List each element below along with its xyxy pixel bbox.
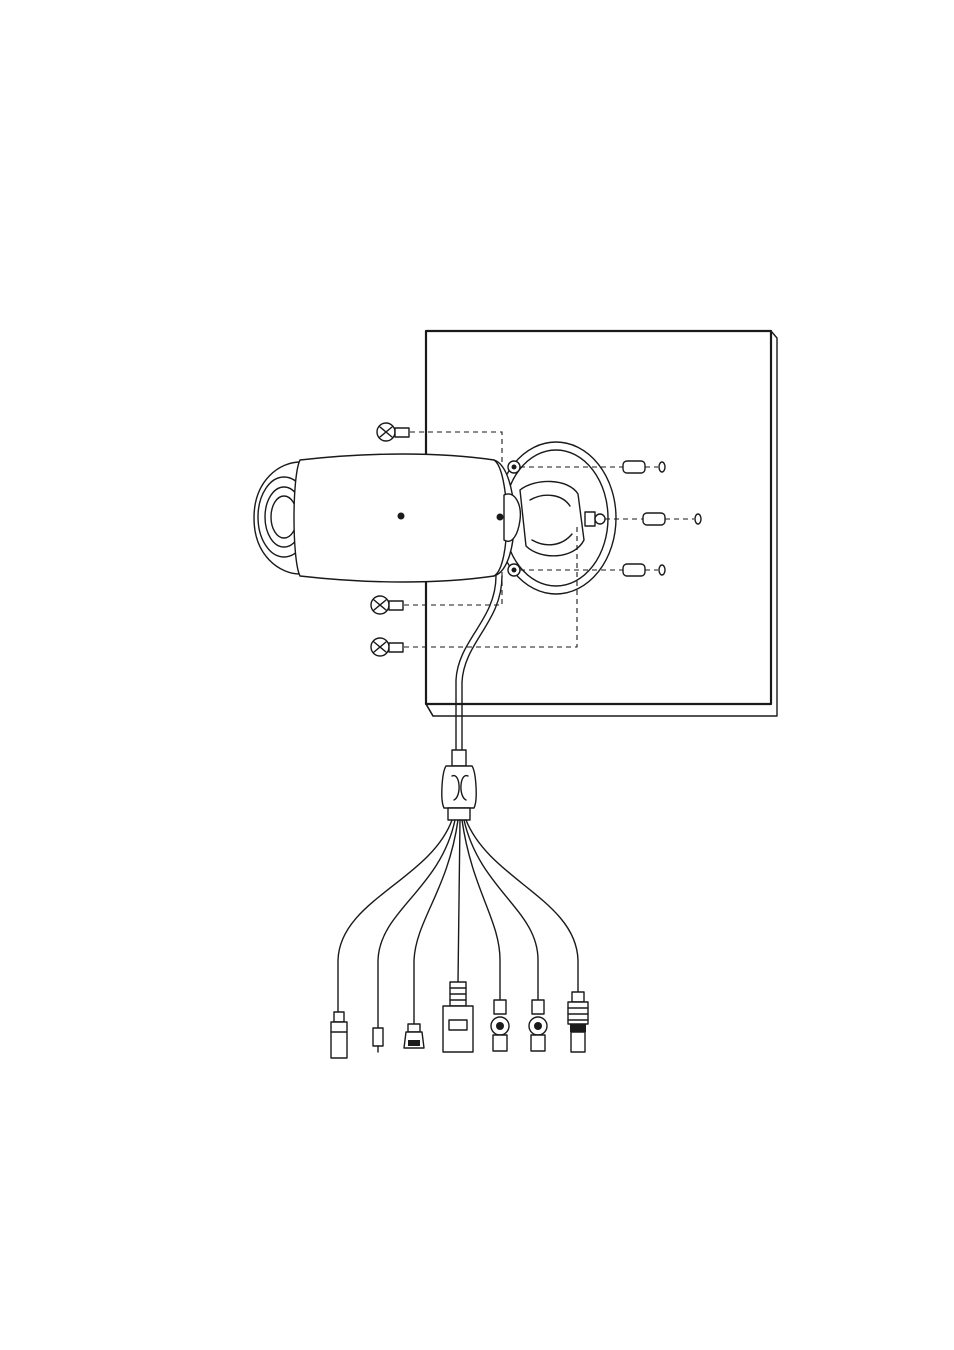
mount-lock-screw (585, 512, 595, 526)
connector-bnc (568, 992, 588, 1052)
connector-terminal (404, 1024, 424, 1048)
screw (377, 423, 409, 441)
wall-anchor (623, 564, 665, 576)
connector-dc-power (331, 1012, 347, 1058)
screw (371, 596, 403, 614)
connector-rj45 (443, 982, 473, 1052)
pigtail-cable (442, 576, 502, 820)
connector-rca (529, 1000, 547, 1051)
connector-rca (491, 1000, 509, 1051)
wall-anchor (623, 461, 665, 473)
screw (371, 638, 403, 656)
connector-small (373, 1028, 383, 1052)
camera-body (254, 454, 520, 582)
